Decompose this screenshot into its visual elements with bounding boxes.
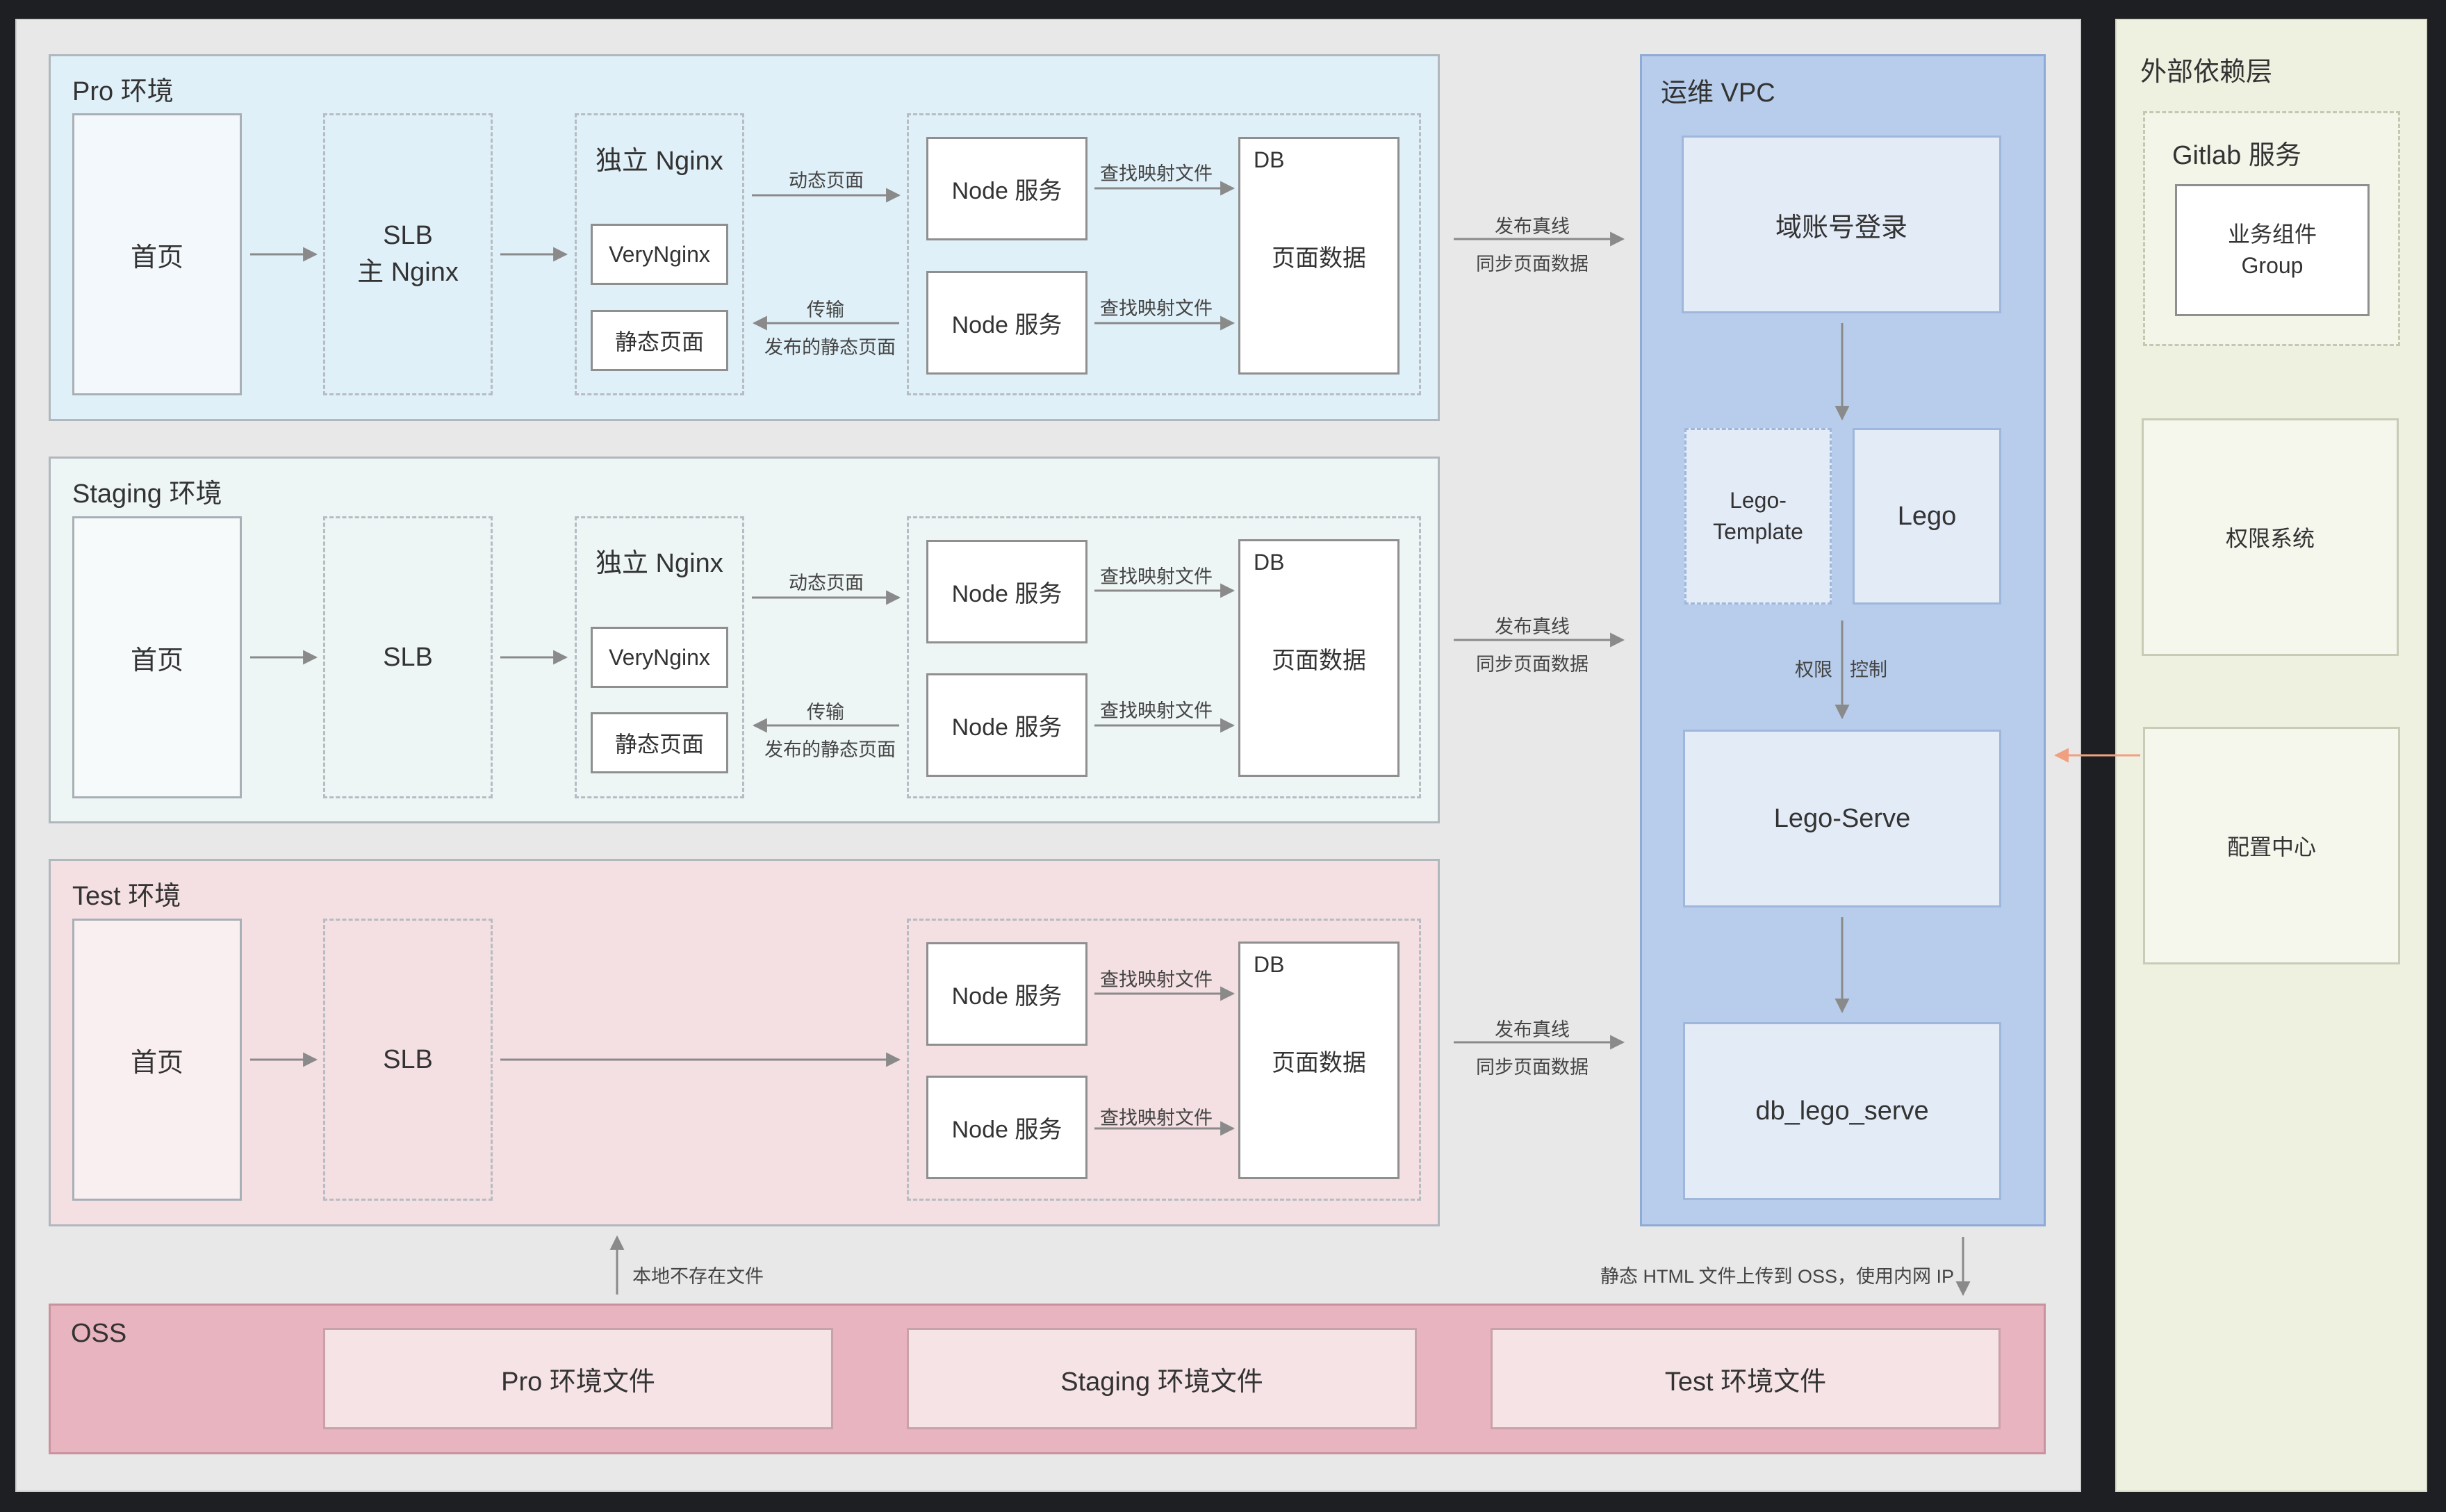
lego-serve-box: Lego-Serve — [1683, 730, 2001, 907]
pro-environment-title: Pro 环境 — [72, 77, 174, 106]
pro-db-label: DB — [1254, 147, 1285, 172]
ops-vpc-title: 运维 VPC — [1661, 79, 1775, 108]
pro-homepage-box: 首页 — [72, 113, 242, 395]
pro-nginx-title: 独立 Nginx — [596, 147, 723, 176]
staging-homepage-box: 首页 — [72, 516, 242, 798]
lego-box: Lego — [1853, 428, 2001, 605]
pro-slb-box: SLB 主 Nginx — [323, 113, 493, 395]
staging-db-box: 页面数据 — [1238, 539, 1400, 777]
staging-lookup-mapping-label: 查找映射文件 — [1100, 700, 1213, 721]
upload-static-html-label: 静态 HTML 文件上传到 OSS，使用内网 IP — [1600, 1266, 1955, 1287]
staging-static-page-box: 静态页面 — [591, 712, 728, 773]
staging-node-service-box: Node 服务 — [926, 673, 1087, 777]
test-lookup-mapping-label: 查找映射文件 — [1100, 969, 1213, 990]
pro-published-static-label: 发布的静态页面 — [764, 337, 896, 358]
pro-node-service-box: Node 服务 — [926, 271, 1087, 375]
staging-env-files-box: Staging 环境文件 — [907, 1328, 1417, 1429]
staging-nginx-title: 独立 Nginx — [596, 549, 723, 578]
test-publish-label: 发布真线 — [1495, 1019, 1570, 1040]
test-lookup-mapping-label: 查找映射文件 — [1100, 1108, 1213, 1128]
staging-published-static-label: 发布的静态页面 — [764, 739, 896, 760]
pro-independent-nginx — [575, 113, 744, 395]
test-db-box: 页面数据 — [1238, 942, 1400, 1179]
pro-node-service-box: Node 服务 — [926, 137, 1087, 240]
test-environment-title: Test 环境 — [72, 882, 181, 911]
test-node-service-box: Node 服务 — [926, 1076, 1087, 1179]
staging-node-service-box: Node 服务 — [926, 540, 1087, 643]
pro-environment — [49, 54, 1440, 421]
pro-node-db-group — [907, 113, 1421, 395]
gitlab-service-title: Gitlab 服务 — [2172, 141, 2301, 170]
control-label: 控制 — [1850, 659, 1887, 680]
test-env-files-box: Test 环境文件 — [1491, 1328, 2001, 1429]
test-node-service-box: Node 服务 — [926, 942, 1087, 1046]
staging-independent-nginx — [575, 516, 744, 798]
staging-transfer-label: 传输 — [807, 702, 844, 723]
test-node-db-group — [907, 919, 1421, 1201]
pro-dynamic-page-label: 动态页面 — [789, 170, 864, 191]
test-db-label: DB — [1254, 952, 1285, 977]
pro-lookup-mapping-label: 查找映射文件 — [1100, 298, 1213, 319]
local-file-missing-label: 本地不存在文件 — [632, 1266, 764, 1287]
pro-db-box: 页面数据 — [1238, 137, 1400, 375]
lego-template-box: Lego- Template — [1684, 428, 1832, 605]
permission-label: 权限 — [1795, 659, 1832, 680]
staging-environment-title: Staging 环境 — [72, 479, 222, 509]
staging-sync-label: 同步页面数据 — [1476, 654, 1589, 675]
pro-env-files-box: Pro 环境文件 — [323, 1328, 833, 1429]
external-layer-title: 外部依赖层 — [2140, 58, 2273, 87]
pro-static-page-box: 静态页面 — [591, 310, 728, 371]
test-sync-label: 同步页面数据 — [1476, 1057, 1589, 1078]
staging-dynamic-page-label: 动态页面 — [789, 573, 864, 593]
test-homepage-box: 首页 — [72, 919, 242, 1201]
oss-title: OSS — [71, 1319, 127, 1348]
staging-node-db-group — [907, 516, 1421, 798]
staging-publish-label: 发布真线 — [1495, 616, 1570, 637]
pro-verynginx-box: VeryNginx — [591, 224, 728, 285]
pro-lookup-mapping-label: 查找映射文件 — [1100, 163, 1213, 184]
staging-lookup-mapping-label: 查找映射文件 — [1100, 566, 1213, 587]
pro-publish-label: 发布真线 — [1495, 216, 1570, 237]
config-center-box: 配置中心 — [2143, 727, 2400, 964]
staging-verynginx-box: VeryNginx — [591, 627, 728, 688]
test-slb-box: SLB — [323, 919, 493, 1201]
business-component-group-box: 业务组件 Group — [2175, 184, 2370, 316]
db-lego-serve-box: db_lego_serve — [1683, 1022, 2001, 1200]
staging-db-label: DB — [1254, 550, 1285, 575]
pro-sync-label: 同步页面数据 — [1476, 254, 1589, 274]
domain-account-login-box: 域账号登录 — [1682, 135, 2001, 313]
permission-system-box: 权限系统 — [2142, 418, 2399, 656]
pro-transfer-label: 传输 — [807, 299, 844, 320]
staging-slb-box: SLB — [323, 516, 493, 798]
